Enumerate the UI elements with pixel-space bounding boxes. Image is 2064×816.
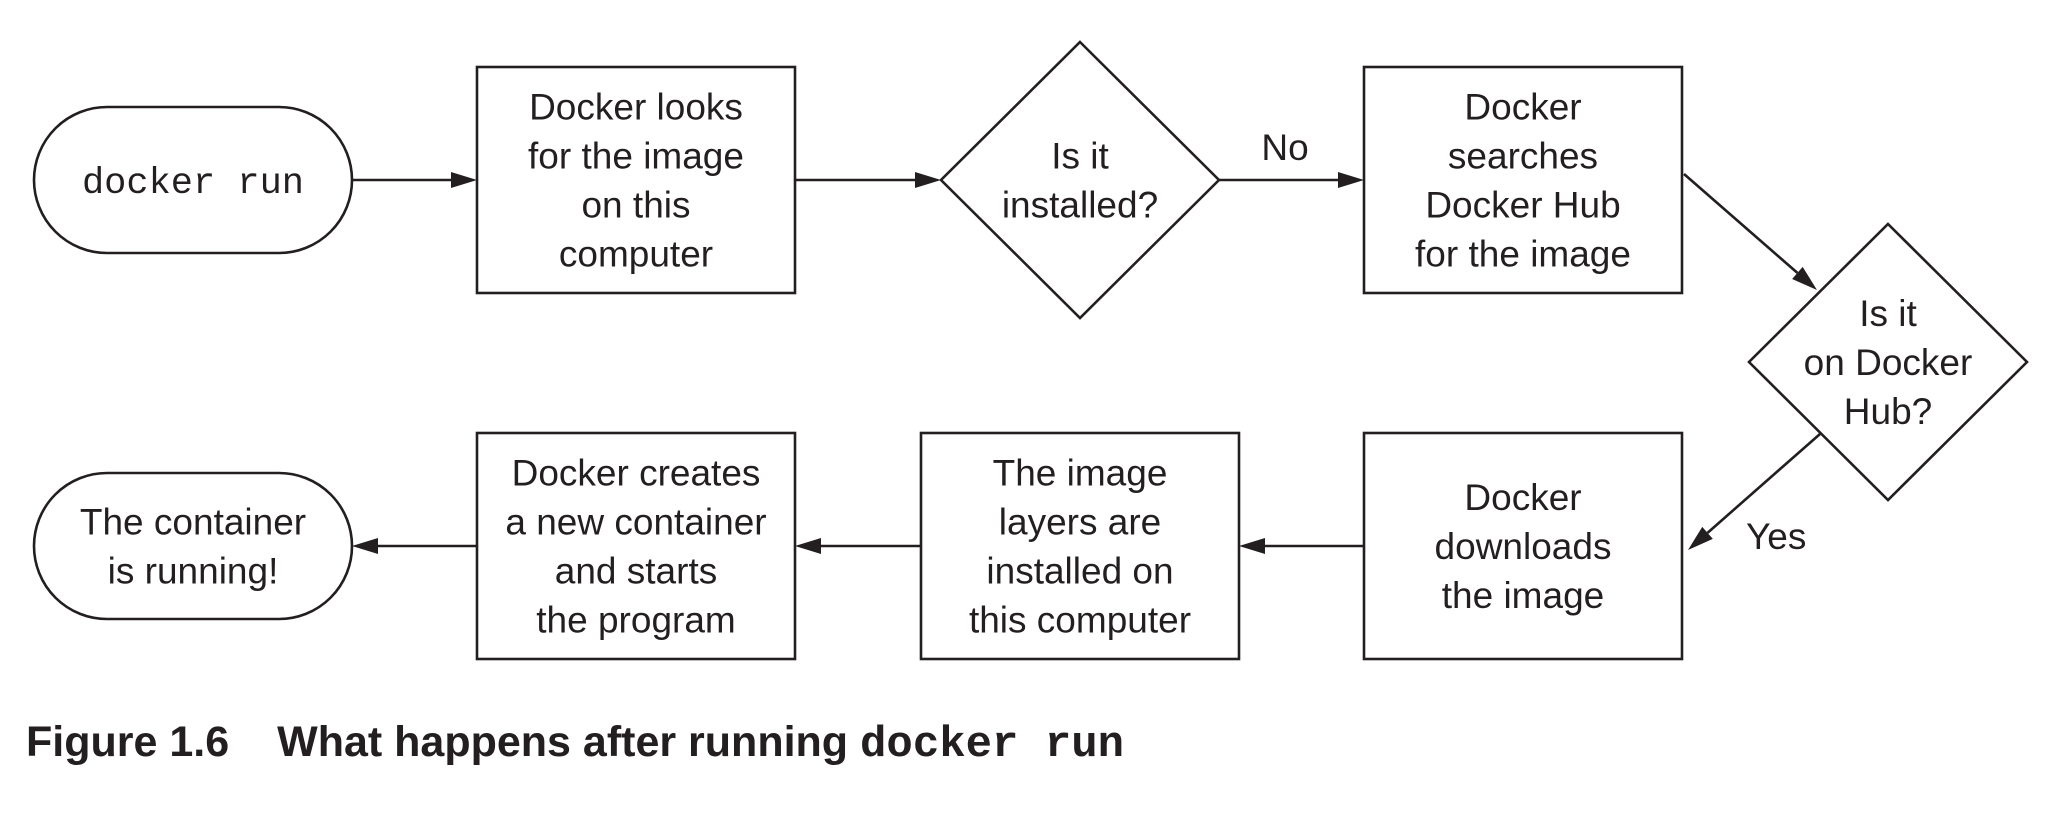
connector-installed-decision-to-search-hub: No <box>1219 127 1364 188</box>
node-label-line: Is it <box>1051 136 1109 177</box>
connector-line <box>1683 173 1799 274</box>
node-label: Docker creates a new container and starts t… <box>505 453 766 641</box>
node-label-line: Docker looks <box>529 87 743 128</box>
node-label-line: and starts <box>555 551 717 592</box>
node-download: Docker downloads the image <box>1362 431 1684 661</box>
node-end: The container is running! <box>32 471 354 621</box>
connector-create-container-to-end <box>352 538 477 554</box>
node-layers-installed: The image layers are installed on this comp… <box>919 431 1241 661</box>
node-label-line: the image <box>1442 575 1605 616</box>
connector-search-hub-to-on-hub-decision <box>1683 173 1817 290</box>
terminal-shape <box>32 471 354 621</box>
node-label-line: searches <box>1448 136 1598 177</box>
process-box <box>475 65 797 295</box>
node-label-line: The container <box>80 502 306 543</box>
node-label-line: downloads <box>1435 526 1612 567</box>
process-box <box>919 431 1241 661</box>
node-label-line: The image <box>993 453 1168 494</box>
node-label: Docker looks for the image on this computer <box>528 87 744 275</box>
arrowhead <box>1338 172 1364 188</box>
node-label-line: on Docker <box>1804 342 1973 383</box>
figure-number: Figure 1.6 <box>26 718 230 766</box>
arrowhead <box>1792 266 1817 290</box>
node-label-line: for the image <box>1415 234 1631 275</box>
node-label-line: Docker <box>1464 87 1581 128</box>
process-box <box>1362 431 1684 661</box>
terminal-shape <box>32 105 354 255</box>
node-label: Docker downloads the image <box>1435 477 1612 616</box>
node-look-local: Docker looks for the image on this computer <box>475 65 797 295</box>
node-label-line: the program <box>536 600 736 641</box>
figure-caption-code: docker run <box>860 720 1125 770</box>
node-label-line: this computer <box>969 600 1191 641</box>
process-box <box>475 431 797 661</box>
arrowhead <box>795 538 821 554</box>
node-label: The container is running! <box>80 502 306 592</box>
connector-layers-installed-to-create-container <box>795 538 921 554</box>
connector-download-to-layers-installed <box>1239 538 1364 554</box>
node-label-line: on this <box>581 185 690 226</box>
node-label-line: installed? <box>1002 185 1158 226</box>
node-create-container: Docker creates a new container and starts t… <box>475 431 797 661</box>
node-start: docker run <box>32 105 354 255</box>
node-label: The image layers are installed on this comp… <box>969 453 1191 641</box>
node-installed-decision: Is it installed? <box>939 40 1221 320</box>
process-box <box>1362 65 1684 295</box>
arrowhead <box>451 172 477 188</box>
node-label-line: installed on <box>986 551 1173 592</box>
figure-caption: Figure 1.6 What happens after running doc… <box>26 716 1124 771</box>
arrowhead <box>352 538 378 554</box>
arrowhead <box>915 172 941 188</box>
node-label-line: Hub? <box>1844 391 1932 432</box>
node-label-line: layers are <box>999 502 1161 543</box>
node-label-line: docker run <box>82 163 304 205</box>
decision-diamond <box>1747 222 2029 502</box>
node-label-line: Docker Hub <box>1425 185 1620 226</box>
connector-on-hub-decision-to-download: Yes <box>1688 433 1821 557</box>
node-label: docker run <box>82 163 304 205</box>
edge-label-yes: Yes <box>1746 516 1806 557</box>
node-label-line: Is it <box>1859 293 1917 334</box>
connector-look-local-to-installed-decision <box>795 172 941 188</box>
figure-caption-text: What happens after running <box>277 718 861 766</box>
edge-label-no: No <box>1261 127 1308 168</box>
node-label-line: a new container <box>505 502 766 543</box>
node-label-line: Docker <box>1464 477 1581 518</box>
node-label-line: computer <box>559 234 713 275</box>
node-label-line: for the image <box>528 136 744 177</box>
node-label-line: is running! <box>108 551 279 592</box>
decision-diamond <box>939 40 1221 320</box>
arrowhead <box>1688 526 1713 550</box>
connector-line <box>1706 433 1821 534</box>
node-label-line: Docker creates <box>512 453 761 494</box>
connector-start-to-look-local <box>352 172 477 188</box>
arrowhead <box>1239 538 1265 554</box>
node-label: Is it installed? <box>1002 136 1158 226</box>
